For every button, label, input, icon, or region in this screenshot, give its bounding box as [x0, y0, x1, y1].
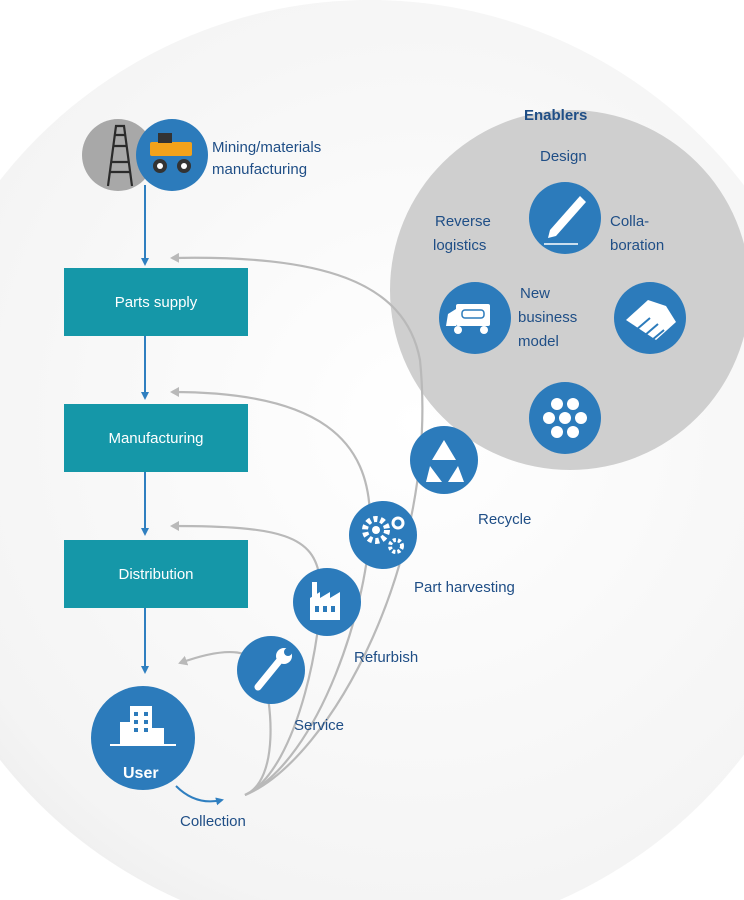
reverse-logistics-label-1: Reverse — [435, 213, 491, 230]
user-label: User — [123, 765, 159, 782]
design-label: Design — [540, 148, 587, 165]
collaboration-label-2: boration — [610, 237, 665, 254]
hexagon-cluster-icon — [529, 382, 601, 454]
service-label: Service — [294, 717, 345, 734]
recycle-loop — [170, 252, 424, 797]
arrow-to-collection — [175, 785, 224, 806]
building-icon — [110, 706, 176, 746]
part-harvesting-label: Part harvesting — [414, 579, 515, 596]
manufacturing-box: Manufacturing — [64, 404, 248, 472]
gears-icon — [349, 501, 417, 569]
factory-icon — [293, 568, 361, 636]
recycle-icon — [410, 426, 478, 494]
mining-truck-icon — [136, 119, 208, 191]
collection-label: Collection — [180, 813, 246, 830]
flow-arrows — [141, 185, 224, 806]
mining-label-line2: manufacturing — [212, 161, 308, 178]
new-business-model-label-2: business — [518, 309, 578, 326]
parts-supply-box: Parts supply — [64, 268, 248, 336]
user-node — [91, 686, 195, 790]
wrench-icon — [237, 636, 305, 704]
distribution-box: Distribution — [64, 540, 248, 608]
new-business-model-label-1: New — [520, 285, 551, 302]
oil-derrick-icon — [82, 119, 154, 191]
handshake-icon — [614, 282, 686, 354]
collaboration-label-1: Colla- — [610, 213, 650, 230]
enablers-title: Enablers — [524, 107, 588, 124]
refurbish-label: Refurbish — [354, 649, 419, 666]
mining-label-line1: Mining/materials — [212, 139, 322, 156]
pen-icon — [529, 182, 601, 254]
enablers-circle — [390, 110, 744, 470]
recycle-label: Recycle — [478, 511, 532, 528]
reverse-logistics-label-2: logistics — [433, 237, 487, 254]
new-business-model-label-3: model — [518, 333, 559, 350]
delivery-truck-icon — [439, 282, 511, 354]
